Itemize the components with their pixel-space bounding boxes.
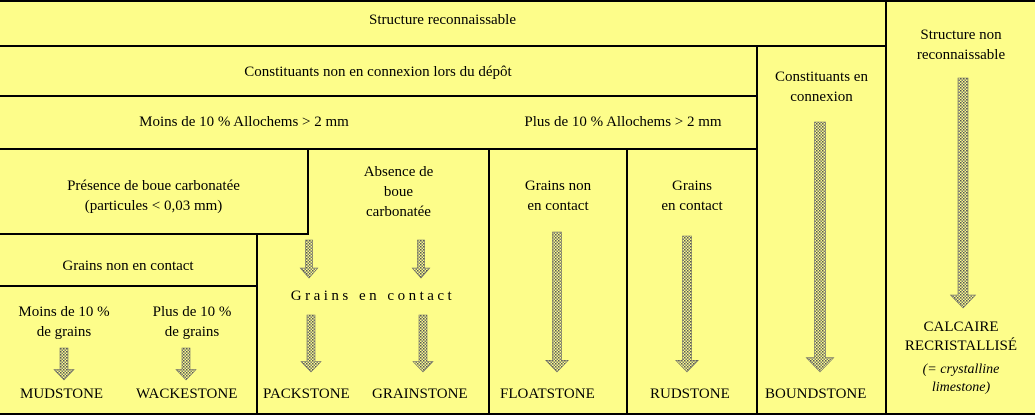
arrow-recrystallized bbox=[949, 77, 977, 309]
moins-allochems-label: Moins de 10 % Allochems > 2 mm bbox=[139, 114, 349, 130]
rock-wackestone: WACKESTONE bbox=[136, 386, 238, 402]
divider-h1 bbox=[0, 45, 886, 47]
rock-floatstone: FLOATSTONE bbox=[500, 386, 595, 402]
absence-boue-label: Absence de boue carbonatée bbox=[363, 164, 434, 220]
divider-v-rud bbox=[626, 148, 628, 415]
grains-contact-label: Grains en contact bbox=[290, 288, 456, 304]
plus-grains-label: Plus de 10 % de grains bbox=[152, 304, 232, 340]
rock-grainstone: GRAINSTONE bbox=[372, 386, 468, 402]
arrow-pack-bottom bbox=[300, 314, 322, 373]
rock-mudstone: MUDSTONE bbox=[20, 386, 104, 402]
divider-v-pack bbox=[256, 233, 258, 415]
divider-v-absence bbox=[307, 148, 309, 235]
rock-calcaire-line2: RECRISTALLISÉ bbox=[904, 338, 1018, 354]
divider-v-float bbox=[488, 148, 490, 415]
float-grains-non-contact-label: Grains non en contact bbox=[524, 178, 592, 214]
structure-non-reconnaissable-label: Structure non reconnaissable bbox=[916, 27, 1006, 63]
arrow-grain-bottom bbox=[412, 314, 434, 373]
divider-h4 bbox=[0, 233, 308, 235]
rock-calcaire-line1: CALCAIRE bbox=[923, 319, 999, 335]
arrow-rudstone bbox=[675, 235, 699, 373]
grains-non-contact-label: Grains non en contact bbox=[62, 258, 194, 274]
rud-grains-contact-label: Grains en contact bbox=[661, 178, 723, 214]
plus-allochems-label: Plus de 10 % Allochems > 2 mm bbox=[524, 114, 722, 130]
frame-top bbox=[0, 0, 1035, 2]
divider-h3 bbox=[0, 148, 757, 150]
constituants-non-connexion-label: Constituants non en connexion lors du dé… bbox=[244, 64, 512, 80]
constituants-connexion-label: Constituants en connexion bbox=[775, 69, 868, 105]
arrow-boundstone bbox=[805, 121, 835, 373]
rock-packstone: PACKSTONE bbox=[263, 386, 350, 402]
arrow-mudstone bbox=[53, 347, 75, 381]
arrow-pack-top bbox=[299, 239, 319, 279]
divider-h5 bbox=[0, 285, 256, 287]
frame-bottom bbox=[0, 413, 1035, 415]
rock-boundstone: BOUNDSTONE bbox=[765, 386, 867, 402]
presence-boue-label: Présence de boue carbonatée (particules … bbox=[67, 178, 240, 214]
arrow-grain-top bbox=[411, 239, 431, 279]
crystalline-limestone-note: (= crystalline limestone) bbox=[922, 362, 1000, 395]
divider-v-right bbox=[885, 0, 887, 415]
structure-reconnaissable-label: Structure reconnaissable bbox=[368, 12, 517, 28]
moins-grains-label: Moins de 10 % de grains bbox=[18, 304, 110, 340]
rock-calcaire-recristallise: CALCAIRE RECRISTALLISÉ bbox=[887, 318, 1035, 356]
divider-h2 bbox=[0, 95, 757, 97]
rock-rudstone: RUDSTONE bbox=[650, 386, 730, 402]
divider-v-bound bbox=[756, 45, 758, 415]
arrow-wackestone bbox=[175, 347, 197, 381]
arrow-floatstone bbox=[545, 231, 569, 373]
